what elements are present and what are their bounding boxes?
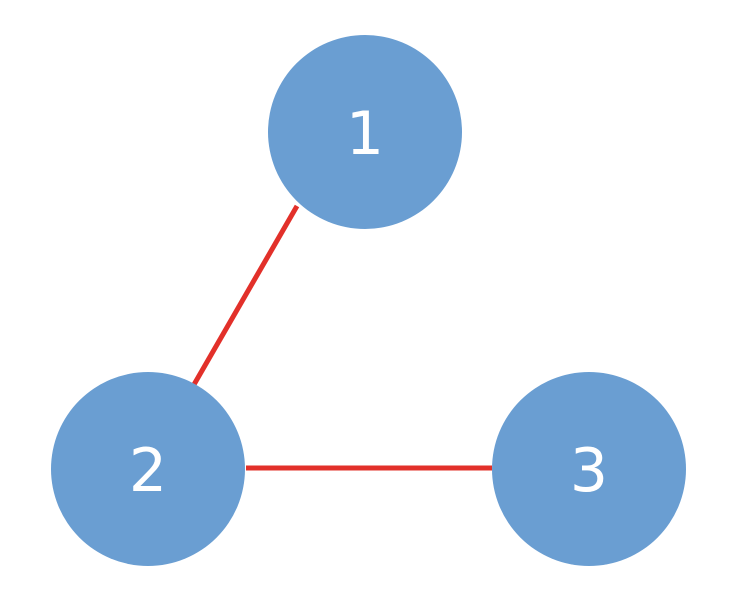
node-3-label: 3 [570, 436, 608, 506]
edge-1-2 [189, 204, 300, 390]
node-1-circle [268, 35, 462, 229]
edges-layer [189, 204, 492, 471]
node-1: 1 [268, 35, 462, 229]
node-3: 3 [492, 372, 686, 566]
node-2: 2 [51, 372, 245, 566]
node-1-label: 1 [346, 99, 384, 169]
nodes-layer: 1 2 3 [51, 35, 686, 566]
node-3-circle [492, 372, 686, 566]
node-2-label: 2 [129, 436, 167, 506]
node-2-circle [51, 372, 245, 566]
